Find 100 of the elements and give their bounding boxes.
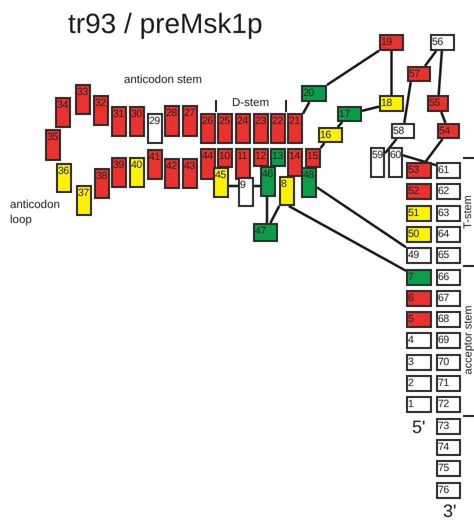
- connector-line: [302, 101, 310, 114]
- nucleotide-box: 9: [238, 177, 254, 207]
- nucleotide-box: 63: [436, 205, 461, 222]
- connector-line: [403, 82, 412, 124]
- connector-line: [402, 154, 436, 166]
- nucleotide-box: 17: [337, 106, 362, 122]
- nucleotide-box: 41: [147, 149, 163, 180]
- nucleotide-box: 56: [430, 34, 455, 51]
- connector-line: [316, 186, 407, 248]
- nucleotide-box: 37: [76, 185, 92, 216]
- nucleotide-box: 71: [436, 375, 461, 392]
- nucleotide-box: 26: [200, 113, 216, 144]
- nucleotide-box: 24: [235, 113, 251, 144]
- nucleotide-box: 40: [129, 157, 145, 188]
- connector-line: [229, 184, 238, 188]
- nucleotide-box: 32: [93, 95, 109, 126]
- nucleotide-box: 18: [379, 95, 404, 112]
- nucleotide-box: 29: [147, 113, 163, 144]
- connector-line: [362, 105, 380, 112]
- nucleotide-box: 3: [406, 354, 432, 371]
- nucleotide-box: 65: [436, 247, 461, 264]
- nucleotide-box: 52: [406, 183, 432, 200]
- end-label: 5': [412, 417, 426, 438]
- nucleotide-box: 5: [406, 311, 432, 328]
- nucleotide-box: 30: [129, 106, 145, 137]
- connector-line: [437, 50, 444, 96]
- nucleotide-box: 53: [406, 162, 432, 179]
- nucleotide-box: 31: [111, 106, 127, 137]
- nucleotide-box: 68: [436, 311, 461, 328]
- nucleotide-box: 54: [437, 123, 460, 139]
- nucleotide-box: 12: [253, 148, 269, 167]
- nucleotide-box: 49: [406, 247, 432, 264]
- nucleotide-box: 10: [217, 148, 233, 168]
- nucleotide-box: 15: [305, 148, 321, 168]
- nucleotide-box: 70: [436, 354, 461, 371]
- connector-line: [440, 112, 447, 124]
- nucleotide-box: 23: [253, 113, 269, 144]
- connector-line: [288, 204, 407, 272]
- nucleotide-box: 22: [270, 113, 286, 144]
- connector-line: [384, 138, 398, 154]
- connector-line: [424, 50, 438, 67]
- nucleotide-box: 28: [164, 105, 180, 137]
- nucleotide-box: 34: [55, 97, 71, 128]
- nucleotide-box: 76: [436, 482, 461, 499]
- nucleotide-box: 7: [406, 269, 432, 286]
- nucleotide-box: 47: [253, 223, 278, 242]
- loop-label: anticodon loop: [10, 198, 61, 228]
- stem-label: acceptor stem: [462, 305, 474, 375]
- nucleotide-box: 50: [406, 226, 432, 243]
- nucleotide-box: 61: [436, 162, 461, 179]
- nucleotide-box: 43: [182, 158, 198, 189]
- nucleotide-box: 42: [164, 158, 180, 189]
- nucleotide-box: 45: [213, 167, 229, 198]
- connector-line: [320, 142, 326, 149]
- nucleotide-box: 39: [111, 157, 127, 188]
- nucleotide-box: 6: [406, 290, 432, 307]
- nucleotide-box: 44: [200, 148, 216, 180]
- nucleotide-box: 25: [217, 113, 233, 144]
- end-label: 3': [443, 501, 456, 522]
- nucleotide-box: 13: [270, 148, 286, 167]
- nucleotide-box: 4: [406, 332, 432, 349]
- nucleotide-box: 59: [370, 147, 385, 178]
- nucleotide-box: 2: [406, 375, 432, 392]
- nucleotide-box: 58: [391, 123, 415, 139]
- connector-line: [336, 121, 344, 128]
- nucleotide-box: 55: [427, 95, 449, 112]
- stem-label: anticodon stem: [124, 74, 202, 86]
- connector-line: [390, 51, 393, 95]
- connector-line: [326, 50, 380, 86]
- diagram-title: tr93 / preMsk1p: [68, 8, 263, 40]
- nucleotide-box: 51: [406, 205, 432, 222]
- nucleotide-box: 48: [301, 167, 317, 198]
- nucleotide-box: 72: [436, 396, 461, 413]
- nucleotide-box: 38: [94, 168, 110, 199]
- nucleotide-box: 66: [436, 269, 461, 286]
- nucleotide-box: 1: [406, 396, 432, 413]
- stem-label: D-stem: [232, 97, 270, 109]
- nucleotide-box: 67: [436, 290, 461, 307]
- nucleotide-box: 8: [279, 176, 295, 206]
- nucleotide-box: 62: [436, 183, 461, 200]
- connector-line: [424, 138, 444, 163]
- nucleotide-box: 20: [301, 85, 327, 102]
- nucleotide-box: 36: [56, 163, 72, 193]
- connector-line: [269, 205, 280, 224]
- nucleotide-box: 33: [75, 84, 91, 115]
- nucleotide-box: 16: [318, 127, 343, 143]
- nucleotide-box: 57: [407, 66, 431, 82]
- connector-line: [254, 184, 260, 188]
- nucleotide-box: 35: [45, 129, 61, 161]
- nucleotide-box: 74: [436, 439, 461, 456]
- nucleotide-box: 60: [388, 147, 403, 178]
- nucleotide-box: 69: [436, 332, 461, 349]
- nucleotide-box: 14: [287, 148, 303, 177]
- nucleotide-box: 27: [182, 105, 198, 137]
- nucleotide-box: 73: [436, 418, 461, 435]
- nucleotide-box: 46: [260, 166, 276, 197]
- nucleotide-box: 75: [436, 460, 461, 477]
- stem-label: T-stem: [462, 195, 474, 229]
- nucleotide-box: 21: [287, 113, 303, 144]
- nucleotide-box: 11: [235, 148, 251, 180]
